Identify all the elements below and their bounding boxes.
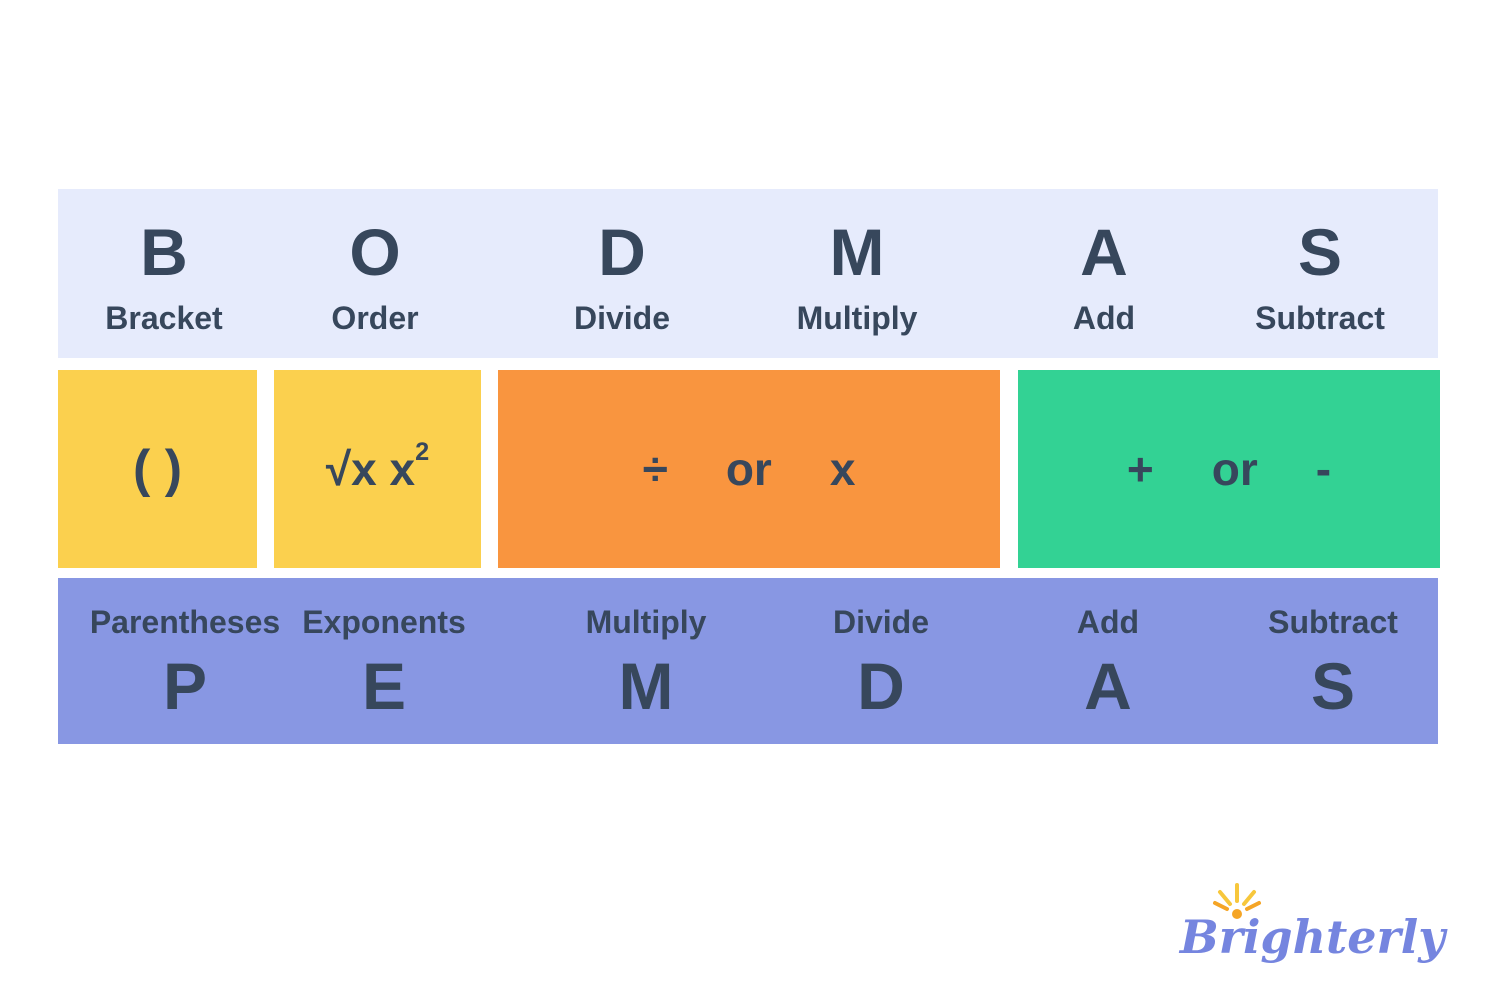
- divide-multiply-box: ÷ or x: [498, 370, 1000, 568]
- pemdas-item-parentheses: Parentheses P: [90, 578, 280, 744]
- pemdas-item-multiply: Multiply M: [586, 578, 707, 744]
- bodmas-letter: A: [1080, 215, 1128, 289]
- bodmas-band: B Bracket O Order D Divide M Multiply A …: [58, 189, 1438, 358]
- pemdas-letter: E: [361, 648, 407, 723]
- or-text: or: [1211, 443, 1258, 495]
- bodmas-letter: D: [598, 215, 646, 289]
- pemdas-item-add: Add A: [1077, 578, 1139, 744]
- bodmas-item-order: O Order: [331, 189, 418, 358]
- pemdas-letter: A: [1084, 648, 1132, 723]
- pemdas-label: Subtract: [1268, 603, 1398, 640]
- bodmas-item-multiply: M Multiply: [797, 189, 918, 358]
- plus-symbol: +: [1126, 443, 1154, 495]
- pemdas-item-exponents: Exponents E: [302, 578, 466, 744]
- bodmas-item-bracket: B Bracket: [105, 189, 222, 358]
- bodmas-label: Bracket: [105, 300, 223, 336]
- exponent-superscript: 2: [415, 438, 430, 467]
- pemdas-label: Exponents: [302, 603, 466, 640]
- bodmas-letter: O: [349, 215, 401, 289]
- bodmas-label: Order: [331, 300, 419, 336]
- parentheses-symbol: ( ): [132, 440, 183, 498]
- bodmas-label: Add: [1072, 300, 1136, 336]
- logo-text: Brighterly: [1179, 910, 1445, 964]
- pemdas-label: Divide: [832, 603, 930, 640]
- bodmas-item-divide: D Divide: [574, 189, 670, 358]
- pemdas-label: Parentheses: [89, 603, 281, 640]
- pemdas-letter: D: [857, 648, 905, 723]
- pemdas-band: Parentheses P Exponents E Multiply M Div…: [58, 578, 1438, 744]
- add-subtract-box: + or -: [1018, 370, 1440, 568]
- pemdas-item-subtract: Subtract S: [1268, 578, 1398, 744]
- bodmas-letter: S: [1297, 215, 1343, 289]
- bodmas-label: Divide: [573, 300, 671, 336]
- pemdas-label: Multiply: [585, 603, 707, 640]
- bodmas-letter: B: [140, 215, 188, 289]
- pemdas-letter: S: [1310, 648, 1356, 723]
- bodmas-item-add: A Add: [1073, 189, 1135, 358]
- bodmas-letter: M: [829, 215, 885, 289]
- divide-symbol: ÷: [642, 443, 668, 495]
- or-text: or: [725, 443, 772, 495]
- pemdas-letter: P: [162, 648, 208, 723]
- bodmas-label: Subtract: [1255, 300, 1385, 336]
- pemdas-label: Add: [1076, 603, 1140, 640]
- brighterly-logo: Brighterly: [1179, 883, 1445, 964]
- bodmas-item-subtract: S Subtract: [1255, 189, 1385, 358]
- multiply-symbol: x: [829, 443, 856, 495]
- pemdas-item-divide: Divide D: [833, 578, 929, 744]
- parentheses-box: ( ): [58, 370, 257, 568]
- bodmas-label: Multiply: [796, 300, 918, 336]
- exponents-symbol: √x x: [325, 443, 416, 495]
- pemdas-letter: M: [618, 648, 674, 723]
- minus-symbol: -: [1315, 443, 1332, 495]
- sun-icon: [1212, 883, 1261, 919]
